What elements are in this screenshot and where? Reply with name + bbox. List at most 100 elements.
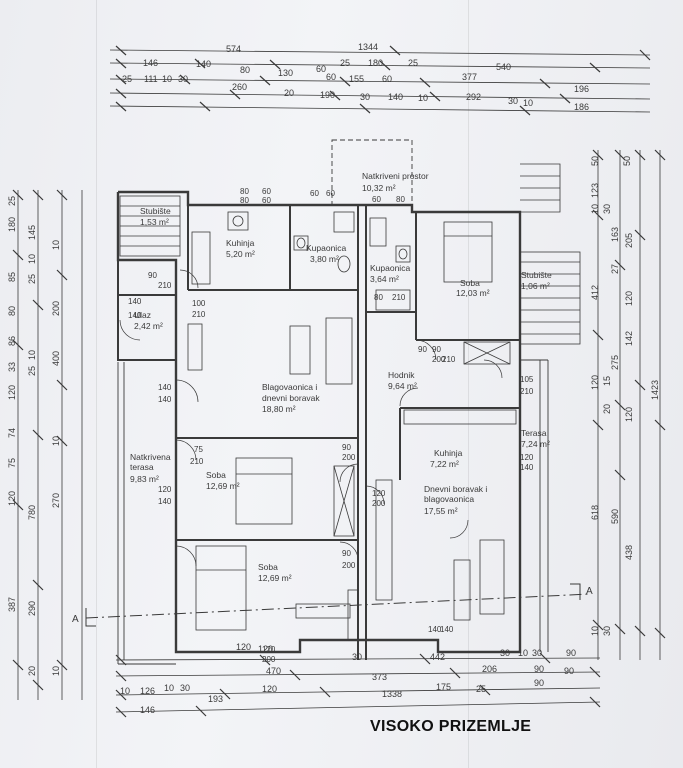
room-name: Blagovaonica i dnevni boravak bbox=[262, 382, 320, 403]
room-area: 18,80 m² bbox=[262, 404, 296, 414]
dim-top: 30 bbox=[360, 92, 370, 102]
dim-top: 10 bbox=[418, 93, 428, 103]
dim-bottom: 120 bbox=[236, 642, 251, 652]
dim-right: 590 bbox=[610, 509, 620, 524]
dim-right: 120 bbox=[624, 291, 634, 306]
door-label: 140 bbox=[128, 297, 142, 306]
door-label: 60 bbox=[326, 189, 335, 198]
dim-right: 412 bbox=[590, 285, 600, 300]
furniture bbox=[187, 211, 517, 641]
dim-bottom: 30 bbox=[180, 683, 190, 693]
covered-terrace-outline bbox=[117, 359, 549, 665]
dim-left: 10 bbox=[27, 350, 37, 360]
room-area: 3,64 m² bbox=[370, 274, 399, 284]
left-dimension-lines bbox=[12, 189, 83, 700]
dim-bottom: 30 bbox=[532, 648, 542, 658]
dim-right: 120 bbox=[590, 375, 600, 390]
room-area: 9,83 m² bbox=[130, 474, 159, 484]
door-label: 120 bbox=[262, 645, 276, 654]
dim-bottom: 10 bbox=[164, 683, 174, 693]
room-area: 7,22 m² bbox=[430, 459, 459, 469]
stairs-right bbox=[519, 163, 581, 345]
door-label: 140 bbox=[158, 395, 172, 404]
stairs-left bbox=[119, 195, 181, 257]
dim-right: 120 bbox=[624, 407, 634, 422]
dim-top: 140 bbox=[388, 92, 403, 102]
dim-top: 146 bbox=[143, 58, 158, 68]
dim-left: 10 bbox=[51, 666, 61, 676]
room-name: Soba bbox=[460, 278, 480, 288]
dim-top: 25 bbox=[340, 58, 350, 68]
dim-left: 200 bbox=[51, 301, 61, 316]
door-label: 60 bbox=[310, 189, 319, 198]
door-label: 120 bbox=[372, 489, 386, 498]
dim-top: 30 bbox=[508, 96, 518, 106]
room-name: Natkrivena terasa bbox=[130, 452, 173, 472]
dim-left: 400 bbox=[51, 351, 61, 366]
dim-top: 25 bbox=[408, 58, 418, 68]
dim-left: 270 bbox=[51, 493, 61, 508]
door-label: 80 bbox=[240, 187, 249, 196]
top-dimension-lines bbox=[109, 45, 651, 116]
dim-left: 387 bbox=[7, 597, 17, 612]
door-label: 140 bbox=[440, 625, 454, 634]
dim-left: 10 bbox=[51, 436, 61, 446]
dim-left: 25 bbox=[7, 196, 17, 206]
room-name-line: dnevni boravak bbox=[262, 393, 320, 403]
room-name: Kupaonica bbox=[306, 243, 346, 253]
room-name: Ulaz bbox=[134, 310, 151, 320]
dim-bottom: 175 bbox=[436, 682, 451, 692]
room-area: 2,42 m² bbox=[134, 321, 163, 331]
room-name: Soba bbox=[206, 470, 226, 480]
door-label: 140 bbox=[128, 311, 142, 320]
dim-right: 142 bbox=[624, 331, 634, 346]
right-dimension-lines bbox=[592, 149, 666, 660]
dim-left: 10 bbox=[27, 254, 37, 264]
room-name: Stubište bbox=[521, 270, 552, 280]
dim-bottom: 120 bbox=[258, 644, 273, 654]
dim-right: 20 bbox=[602, 404, 612, 414]
room-area: 1,53 m² bbox=[140, 217, 169, 227]
dim-bottom: 25 bbox=[476, 684, 486, 694]
dim-top: 140 bbox=[196, 59, 211, 69]
dim-top: 10 bbox=[162, 74, 172, 84]
dim-top: 10 bbox=[523, 98, 533, 108]
room-name: Kupaonica bbox=[370, 263, 410, 273]
door-label: 90 bbox=[418, 345, 427, 354]
door-label: 140 bbox=[158, 383, 172, 392]
room-name: Hodnik bbox=[388, 370, 415, 380]
dim-top: 540 bbox=[496, 62, 511, 72]
room-area: 17,55 m² bbox=[424, 506, 458, 516]
room-name-line: Natkrivena bbox=[130, 452, 171, 462]
door-label: 210 bbox=[520, 387, 534, 396]
door-label: 90 bbox=[342, 549, 351, 558]
dim-left: 25 bbox=[27, 274, 37, 284]
door-label: 210 bbox=[442, 355, 456, 364]
door-label: 200 bbox=[432, 355, 446, 364]
dim-top: 30 bbox=[178, 74, 188, 84]
dim-left: 80 bbox=[7, 306, 17, 316]
room-area: 9,64 m² bbox=[388, 381, 417, 391]
dim-top-574: 574 bbox=[226, 44, 241, 54]
dim-left: 33 bbox=[7, 362, 17, 372]
door-label: 90 bbox=[342, 443, 351, 452]
door-label: 140 bbox=[428, 625, 442, 634]
dim-left: 120 bbox=[7, 385, 17, 400]
door-swings bbox=[119, 269, 503, 567]
dim-bottom: 193 bbox=[208, 694, 223, 704]
dim-right: 163 bbox=[610, 227, 620, 242]
door-label: 200 bbox=[262, 655, 276, 664]
dim-top: 155 bbox=[349, 74, 364, 84]
door-label: 105 bbox=[520, 375, 534, 384]
dim-left: 145 bbox=[27, 225, 37, 240]
dim-right: 50 bbox=[622, 156, 632, 166]
door-label: 60 bbox=[262, 187, 271, 196]
dim-bottom: 373 bbox=[372, 672, 387, 682]
room-name: Natkriveni prostor bbox=[362, 171, 429, 181]
door-label: 80 bbox=[240, 196, 249, 205]
door-label: 200 bbox=[342, 561, 356, 570]
door-label: 90 bbox=[148, 271, 157, 280]
door-label: 210 bbox=[158, 281, 172, 290]
dim-right: 27 bbox=[610, 264, 620, 274]
